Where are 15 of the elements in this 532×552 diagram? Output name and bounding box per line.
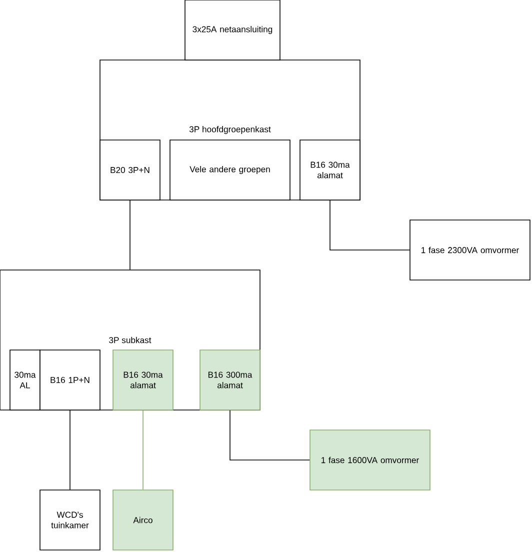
connector-line (142, 410, 144, 490)
component-box: B16 300ma alamat (200, 350, 260, 410)
component-box: B16 1P+N (40, 350, 100, 410)
component-box: B16 30ma alamat (112, 350, 174, 410)
component-box: Vele andere groepen (170, 140, 290, 200)
component-box: B20 3P+N (100, 140, 160, 200)
component-box: 30ma AL (10, 350, 40, 410)
component-box: B16 30ma alamat (300, 140, 360, 200)
component-box: 3x25A netaansluiting (184, 0, 280, 60)
component-box: 1 fase 2300VA omvormer (410, 220, 530, 280)
connector-line (330, 200, 410, 250)
component-box: Airco (112, 490, 174, 550)
component-box: 1 fase 1600VA omvormer (310, 430, 430, 490)
component-box: WCD's tuinkamer (40, 490, 100, 550)
connector-line (230, 410, 310, 460)
